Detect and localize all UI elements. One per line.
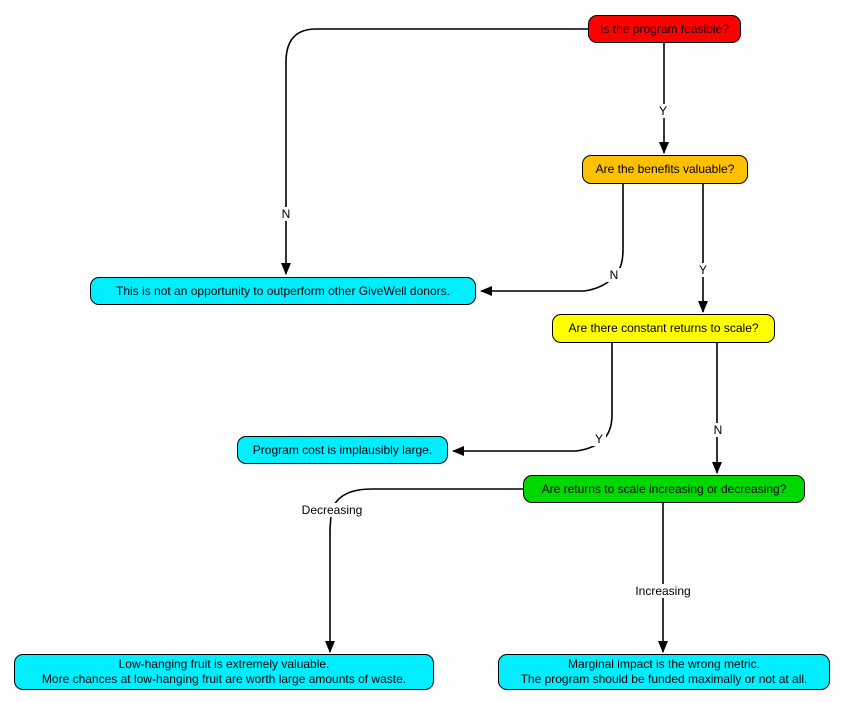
node-label: Program cost is implausibly large.: [252, 442, 433, 457]
edge-label-constant-no: N: [710, 423, 726, 437]
node-label-line1: Low-hanging fruit is extremely valuable.: [118, 657, 330, 671]
node-returns-increasing-or-decreasing: Are returns to scale increasing or decre…: [523, 475, 805, 503]
edge-feasible-no: [281, 28, 588, 275]
edge-label-constant-yes: Y: [591, 432, 607, 446]
node-label-line2: More chances at low-hanging fruit are wo…: [41, 672, 407, 686]
node-not-an-opportunity: This is not an opportunity to outperform…: [90, 277, 476, 305]
node-label-line2: The program should be funded maximally o…: [520, 672, 808, 686]
edge-label-feasible-no: N: [278, 207, 294, 221]
node-cost-implausibly-large: Program cost is implausibly large.: [237, 436, 448, 464]
node-constant-returns-to-scale: Are there constant returns to scale?: [552, 314, 775, 343]
node-marginal-impact-wrong-metric: Marginal impact is the wrong metric. The…: [498, 654, 830, 690]
node-label: Are returns to scale increasing or decre…: [541, 481, 787, 496]
edge-label-increasing: Increasing: [632, 584, 694, 598]
edge-constant-yes: [452, 343, 613, 456]
node-label: Are the benefits valuable?: [595, 162, 735, 176]
edge-label-benefits-yes: Y: [695, 263, 711, 277]
node-label: Is the program feasible?: [600, 21, 729, 36]
edge-benefits-no: [480, 184, 624, 296]
node-is-program-feasible: Is the program feasible?: [588, 15, 741, 43]
edge-label-feasible-yes: Y: [655, 104, 671, 118]
node-are-benefits-valuable: Are the benefits valuable?: [582, 155, 748, 184]
edge-label-benefits-no: N: [606, 268, 622, 282]
node-label: This is not an opportunity to outperform…: [116, 283, 450, 298]
node-label: Are there constant returns to scale?: [568, 321, 759, 335]
edge-label-decreasing: Decreasing: [298, 503, 366, 517]
node-label-line1: Marginal impact is the wrong metric.: [567, 657, 761, 671]
node-low-hanging-fruit: Low-hanging fruit is extremely valuable.…: [14, 654, 434, 690]
